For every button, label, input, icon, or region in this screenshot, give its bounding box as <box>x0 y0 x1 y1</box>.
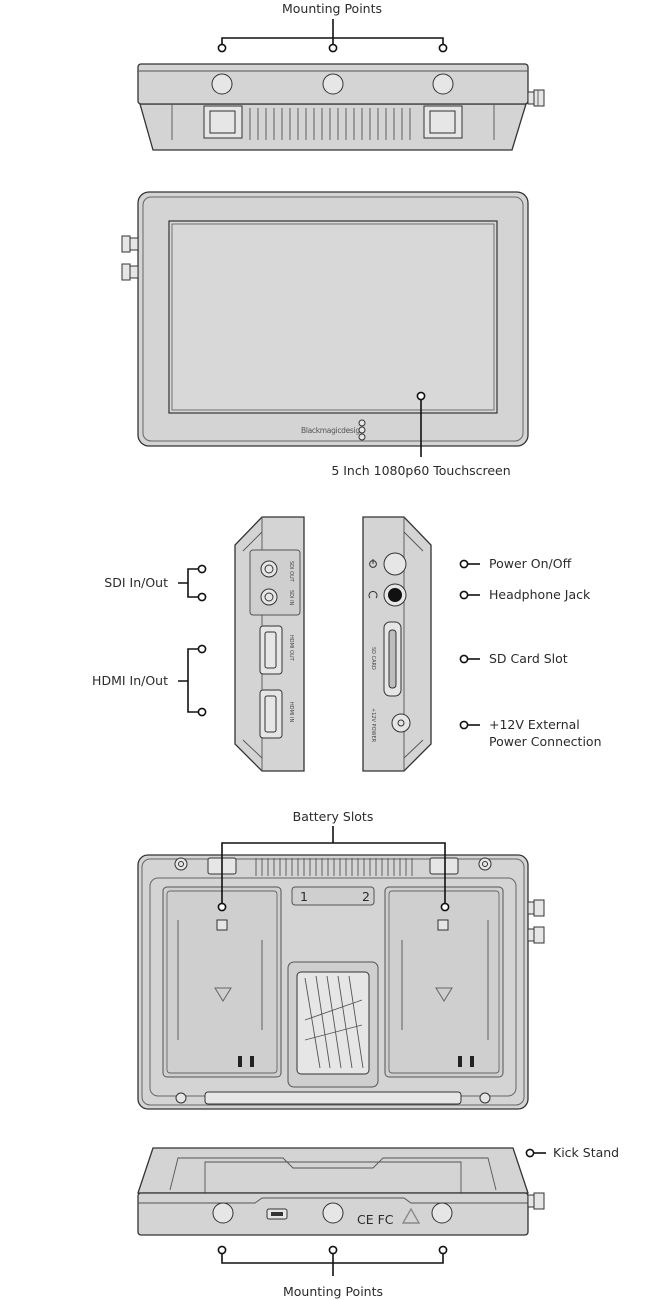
battery-slot-left <box>162 886 282 1078</box>
battery-slots-callout <box>217 826 450 912</box>
kick-stand-callout <box>525 1148 546 1158</box>
hdmi-in-out-label: HDMI In/Out <box>92 673 168 688</box>
top-view-body <box>137 63 545 151</box>
touchscreen <box>168 220 498 414</box>
sd-card-port-label: SD CARD <box>370 647 376 670</box>
slot-1-number: 1 <box>300 889 308 904</box>
mounting-points-top-label: Mounting Points <box>282 1 382 16</box>
bottom-view: Kick Stand CE FC Mounting <box>137 1145 619 1299</box>
sdi-in-connector <box>260 588 278 606</box>
usb-port <box>266 1208 288 1220</box>
hdmi-in-port-label: HDMI IN <box>288 702 294 722</box>
top-view: Mounting Points <box>137 1 545 151</box>
front-bnc-connectors <box>121 235 139 281</box>
battery-slot-right <box>384 886 504 1078</box>
hdmi-in-connector <box>259 689 283 739</box>
external-power-label-line2: Power Connection <box>489 734 602 749</box>
mounting-point <box>322 1202 344 1224</box>
external-power-callout <box>459 720 480 730</box>
front-view: Blackmagicdesign 5 Inch 1080p60 Touchscr… <box>121 191 529 478</box>
slot-2-number: 2 <box>362 889 370 904</box>
headphone-icon <box>368 590 378 599</box>
headphone-callout <box>459 590 480 600</box>
left-side-view: SDI OUT SDI IN HDMI OUT HDMI IN SDI In/O… <box>92 516 305 772</box>
recycle-icon <box>401 1207 421 1224</box>
sd-card-callout <box>459 654 480 664</box>
power-on-off-label: Power On/Off <box>489 556 572 571</box>
mounting-point <box>431 1202 453 1224</box>
power-connector <box>391 713 411 733</box>
top-vent-slats <box>249 108 411 140</box>
touchscreen-callout <box>416 391 426 457</box>
kick-stand-label: Kick Stand <box>553 1145 619 1160</box>
touchscreen-label: 5 Inch 1080p60 Touchscreen <box>331 463 510 478</box>
power-icon <box>369 559 377 568</box>
hdmi-callout <box>178 644 207 717</box>
callout-dot <box>217 43 227 53</box>
power-12v-port-label: +12V POWER <box>370 708 376 743</box>
power-button <box>383 552 407 576</box>
back-vent-slats <box>255 858 413 876</box>
hdmi-out-port-label: HDMI OUT <box>288 635 294 662</box>
sdi-in-port-label: SDI IN <box>288 590 294 606</box>
bnc-connector <box>527 89 545 107</box>
back-view: Battery Slots 1 2 <box>137 809 545 1110</box>
mounting-point <box>211 73 233 95</box>
hdmi-out-connector <box>259 625 283 675</box>
sd-card-slot <box>383 621 402 697</box>
fan-grille <box>287 961 379 1088</box>
power-callout <box>459 559 480 569</box>
callout-dot <box>438 43 448 53</box>
kick-stand <box>137 1147 529 1194</box>
brand-logo-mark <box>358 419 366 441</box>
sdi-in-out-label: SDI In/Out <box>104 575 168 590</box>
headphone-jack-label: Headphone Jack <box>489 587 591 602</box>
external-power-label-line1: +12V External <box>489 717 580 732</box>
sdi-callout <box>178 564 207 602</box>
brand-logo: Blackmagicdesign <box>301 426 365 435</box>
mounting-point <box>212 1202 234 1224</box>
back-bnc-connectors <box>527 899 545 944</box>
mounting-point <box>432 73 454 95</box>
headphone-jack <box>383 583 407 607</box>
callout-dot <box>328 43 338 53</box>
sd-card-slot-label: SD Card Slot <box>489 651 568 666</box>
slot-number-plate: 1 2 <box>291 886 375 906</box>
mounting-points-bottom-callout <box>217 1245 448 1276</box>
sdi-out-connector <box>260 560 278 578</box>
mounting-point <box>322 73 344 95</box>
battery-slots-label: Battery Slots <box>293 809 374 824</box>
mounting-points-bottom-label: Mounting Points <box>283 1284 383 1299</box>
compliance-marks: CE FC <box>357 1212 394 1227</box>
sdi-out-port-label: SDI OUT <box>288 561 294 583</box>
bottom-bnc-connector <box>527 1192 545 1210</box>
mounting-points-top-callout <box>217 19 448 53</box>
right-side-view: SD CARD +12V POWER Power On/Off Headphon… <box>362 516 602 772</box>
